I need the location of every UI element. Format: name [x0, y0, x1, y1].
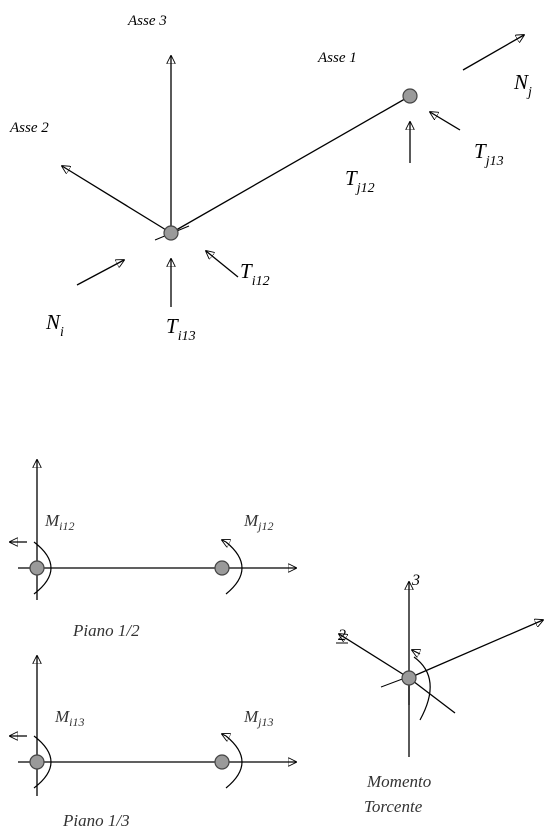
torsion-axis-1 — [408, 620, 543, 679]
label-tj13: Tj13 — [474, 139, 504, 169]
mj12-arc — [225, 541, 243, 595]
label-tj12: Tj12 — [345, 166, 375, 196]
label-asse-2: Asse 2 — [9, 120, 49, 136]
node-i — [163, 225, 179, 241]
mj13-arrow — [222, 734, 226, 736]
torsion-arc — [413, 656, 431, 721]
torsion-axis-2 — [339, 634, 410, 679]
piano-1-2-diagram: Mi12 Mj12 Piano 1/2 — [10, 460, 296, 640]
mj13-arc — [225, 735, 243, 789]
beam-3d-diagram: Asse 3 Asse 1 Asse 2 Nj Tj13 Tj12 Ti12 N… — [9, 13, 532, 344]
label-asse-1: Asse 1 — [317, 50, 357, 66]
label-mi13: Mi13 — [54, 707, 85, 729]
beam-axis-1 — [170, 95, 411, 234]
piano13-node-i — [29, 754, 45, 770]
momento-torcente-diagram: 3 2 Momento Torcente — [336, 572, 543, 816]
mi13-arc — [33, 735, 52, 789]
axis-2-arrow — [62, 166, 172, 234]
label-asse-3: Asse 3 — [127, 13, 167, 29]
label-ti13: Ti13 — [166, 314, 196, 344]
piano12-node-i — [29, 560, 45, 576]
caption-piano-1-2: Piano 1/2 — [72, 621, 140, 640]
caption-momento: Momento — [366, 772, 431, 791]
nj-arrow — [462, 35, 524, 71]
label-axis-2-number: 2 — [338, 627, 346, 644]
torsion-arc-arrow — [412, 650, 420, 654]
torsion-lower-diag — [408, 677, 456, 714]
label-mj13: Mj13 — [243, 707, 274, 729]
label-ni: Ni — [45, 310, 64, 340]
torsion-node — [401, 670, 417, 686]
piano-1-3-diagram: Mi13 Mj13 Piano 1/3 — [10, 656, 296, 830]
mi12-arc — [33, 541, 52, 595]
label-axis-3-number: 3 — [411, 572, 420, 589]
piano13-node-j — [214, 754, 230, 770]
node-j — [402, 88, 418, 104]
label-ti12: Ti12 — [240, 259, 270, 289]
ni-arrow — [76, 260, 124, 286]
mj12-arrow — [222, 540, 226, 542]
piano12-node-j — [214, 560, 230, 576]
tj13-arrow — [430, 112, 461, 131]
caption-piano-1-3: Piano 1/3 — [62, 811, 130, 830]
caption-torcente: Torcente — [364, 797, 423, 816]
label-mi12: Mi12 — [44, 511, 75, 533]
ti12-arrow — [206, 251, 239, 278]
label-nj: Nj — [513, 70, 532, 100]
label-mj12: Mj12 — [243, 511, 274, 533]
